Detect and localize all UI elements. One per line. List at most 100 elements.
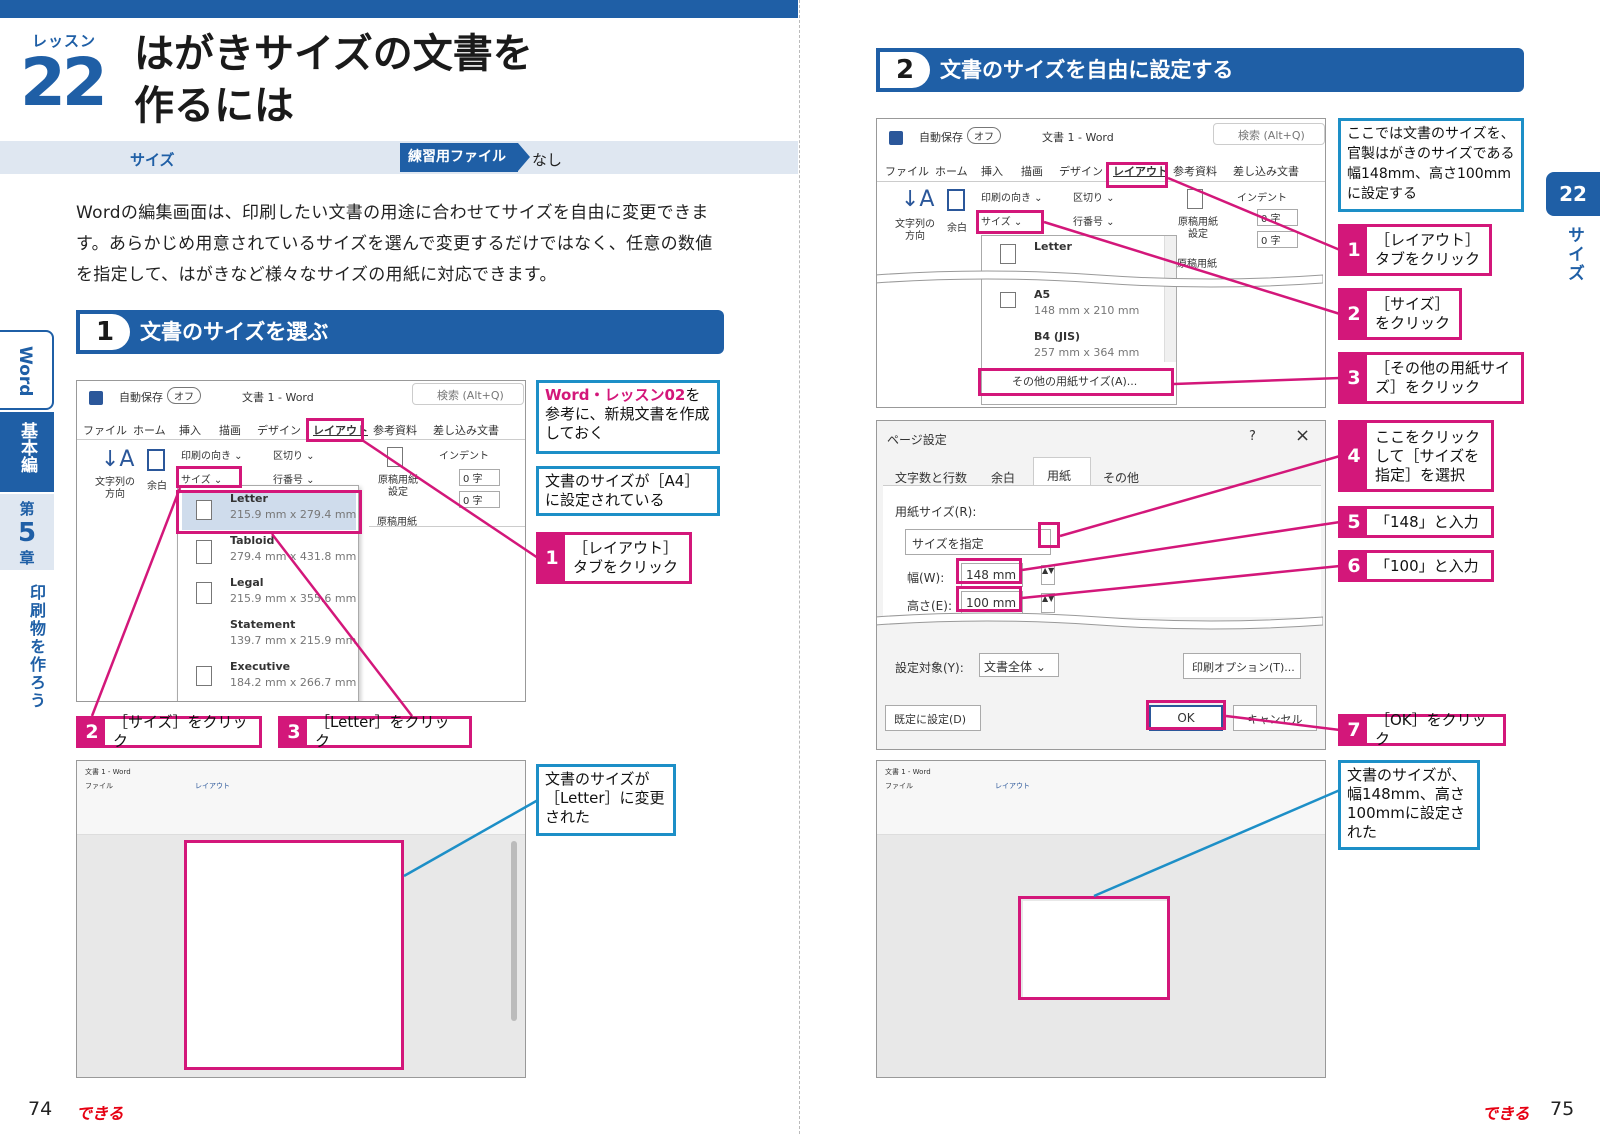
width-spinner[interactable]: ▲▼ — [1041, 565, 1055, 585]
tab-file-r[interactable]: ファイル — [885, 165, 929, 178]
page-title-line2: 作るには — [134, 83, 294, 129]
cut-wave-2 — [877, 612, 1323, 630]
indent-left-input[interactable]: 0 字 — [459, 469, 500, 486]
apply-to-label: 設定対象(Y): — [895, 661, 964, 675]
step-1-layout-tab: 1［レイアウト］タブをクリック — [536, 532, 692, 584]
tab-references-r[interactable]: 参考資料 — [1173, 165, 1217, 178]
tab-home[interactable]: ホーム — [133, 424, 166, 437]
brand-logo-right: できる — [1482, 1104, 1530, 1123]
ok-button[interactable]: OK — [1149, 705, 1223, 731]
section-2-header: 2 文書のサイズを自由に設定する — [876, 48, 1524, 92]
genko-button[interactable]: 原稿用紙設定 — [378, 475, 418, 498]
tab-mailings-r[interactable]: 差し込み文書 — [1233, 165, 1299, 178]
size-letter-name[interactable]: Letter — [230, 492, 268, 505]
size-a5-dim: 148 mm x 210 mm — [1034, 304, 1140, 317]
section-2-number: 2 — [880, 52, 930, 88]
tab-references[interactable]: 参考資料 — [373, 424, 417, 437]
tab-insert[interactable]: 挿入 — [179, 424, 201, 437]
highlight-ok-button — [1146, 700, 1226, 730]
set-default-button[interactable]: 既定に設定(D) — [885, 705, 981, 731]
side-tab-word: Word — [0, 330, 54, 410]
indent-right-input-r[interactable]: 0 字 — [1257, 231, 1298, 248]
step-1-layout-tab-r: 1［レイアウト］タブをクリック — [1338, 224, 1492, 276]
tab-design-r[interactable]: デザイン — [1059, 165, 1103, 178]
tab-layout[interactable]: レイアウト — [313, 424, 368, 437]
note-create-doc: Word・レッスン02を参考に、新規文書を作成しておく — [536, 380, 720, 454]
cut-wave-1 — [877, 270, 1323, 288]
page-title-line1: はがきサイズの文書を — [134, 31, 533, 77]
practice-file-value: なし — [532, 151, 563, 169]
search-box-r[interactable]: 検索 (Alt+Q) — [1213, 123, 1325, 145]
size-statement-dim: 139.7 mm x 215.9 mm — [230, 634, 357, 647]
margin-button[interactable]: 余白 — [147, 481, 167, 492]
note-letter-changed: 文書のサイズが［Letter］に変更された — [536, 764, 676, 836]
margin-button-r[interactable]: 余白 — [947, 223, 967, 234]
margin-icon — [147, 449, 165, 471]
paper-size-select[interactable]: サイズを指定 — [905, 529, 1051, 555]
help-icon[interactable]: ? — [1249, 429, 1256, 444]
tab-chars-lines[interactable]: 文字数と行数 — [895, 471, 968, 485]
apply-to-select[interactable]: 文書全体 ⌄ — [979, 653, 1059, 677]
highlight-paper-size-dropdown — [1038, 522, 1060, 548]
side-tab-word-label: Word — [15, 346, 35, 397]
indent-left-input-r[interactable]: 0 字 — [1257, 209, 1298, 226]
size-letter-dim: 215.9 mm x 279.4 mm — [230, 508, 357, 521]
tab-insert-r[interactable]: 挿入 — [981, 165, 1003, 178]
autosave-label-r: 自動保存 — [919, 131, 963, 144]
size-letter-name-r[interactable]: Letter — [1034, 240, 1072, 253]
line-number-button-r[interactable]: 行番号 ⌄ — [1073, 217, 1115, 228]
size-executive-name[interactable]: Executive — [230, 660, 291, 673]
genko-button-r[interactable]: 原稿用紙設定 — [1178, 217, 1218, 240]
indent-right-input[interactable]: 0 字 — [459, 491, 500, 508]
size-b4-name[interactable]: B4 (JIS) — [1034, 330, 1081, 343]
page-number-left: 74 — [28, 1098, 53, 1120]
side-chapter-num: 5 — [17, 518, 37, 548]
step-2-size-r: 2［サイズ］をクリック — [1338, 288, 1462, 340]
size-button-r[interactable]: サイズ ⌄ — [981, 217, 1023, 228]
tab-home-r[interactable]: ホーム — [935, 165, 968, 178]
section-1-header: 1 文書のサイズを選ぶ — [76, 310, 724, 354]
side-tab-chapter: 第 5 章 — [0, 494, 54, 570]
text-direction-button-r[interactable]: 文字列の方向 — [895, 219, 935, 242]
tab-layout-r[interactable]: レイアウト — [1113, 165, 1168, 178]
orientation-button[interactable]: 印刷の向き ⌄ — [181, 451, 243, 462]
tab-margins[interactable]: 余白 — [991, 471, 1016, 485]
tab-mailings[interactable]: 差し込み文書 — [433, 424, 499, 437]
note-postcard-result: 文書のサイズが、幅148mm、高さ100mmに設定された — [1338, 760, 1480, 850]
doc-title-r: 文書 1 - Word — [1042, 131, 1114, 144]
highlight-height-input — [956, 586, 1022, 612]
indent-label-r: インデント — [1237, 193, 1287, 204]
tab-paper[interactable]: 用紙 — [1047, 469, 1072, 483]
cancel-button[interactable]: キャンセル — [1233, 705, 1317, 731]
dropdown-scrollbar[interactable] — [1164, 236, 1176, 362]
doc-title: 文書 1 - Word — [242, 391, 314, 404]
tab-draw[interactable]: 描画 — [219, 424, 241, 437]
autosave-toggle[interactable]: オフ — [167, 387, 201, 404]
breaks-button-r[interactable]: 区切り ⌄ — [1073, 193, 1115, 204]
word-icon — [89, 391, 103, 405]
text-direction-icon-r: ↓A — [901, 187, 935, 212]
size-legal-name[interactable]: Legal — [230, 576, 264, 589]
tab-other[interactable]: その他 — [1103, 471, 1140, 485]
orientation-button-r[interactable]: 印刷の向き ⌄ — [981, 193, 1043, 204]
text-direction-button[interactable]: 文字列の方向 — [95, 477, 135, 500]
size-tabloid-name[interactable]: Tabloid — [230, 534, 275, 547]
tab-design[interactable]: デザイン — [257, 424, 301, 437]
size-button[interactable]: サイズ ⌄ — [181, 475, 223, 486]
close-icon[interactable]: × — [1295, 425, 1311, 446]
tab-draw-r[interactable]: 描画 — [1021, 165, 1043, 178]
side-chapter-pre: 第 — [19, 500, 35, 518]
step-7-ok: 7［OK］をクリック — [1338, 711, 1506, 748]
autosave-toggle-r[interactable]: オフ — [967, 127, 1001, 144]
line-number-button[interactable]: 行番号 ⌄ — [273, 475, 315, 486]
note-postcard-size: ここでは文書のサイズを、官製はがきのサイズである幅148mm、高さ100mmに設… — [1338, 118, 1524, 212]
search-box[interactable]: 検索 (Alt+Q) — [412, 383, 524, 405]
more-paper-sizes-item[interactable]: その他の用紙サイズ(A)... — [1012, 375, 1138, 388]
tab-file[interactable]: ファイル — [83, 424, 127, 437]
highlight-layout-tab-r — [1106, 162, 1168, 188]
size-statement-name[interactable]: Statement — [230, 618, 296, 631]
highlight-size-button — [176, 466, 242, 488]
print-options-button[interactable]: 印刷オプション(T)... — [1183, 653, 1301, 679]
breaks-button[interactable]: 区切り ⌄ — [273, 451, 315, 462]
